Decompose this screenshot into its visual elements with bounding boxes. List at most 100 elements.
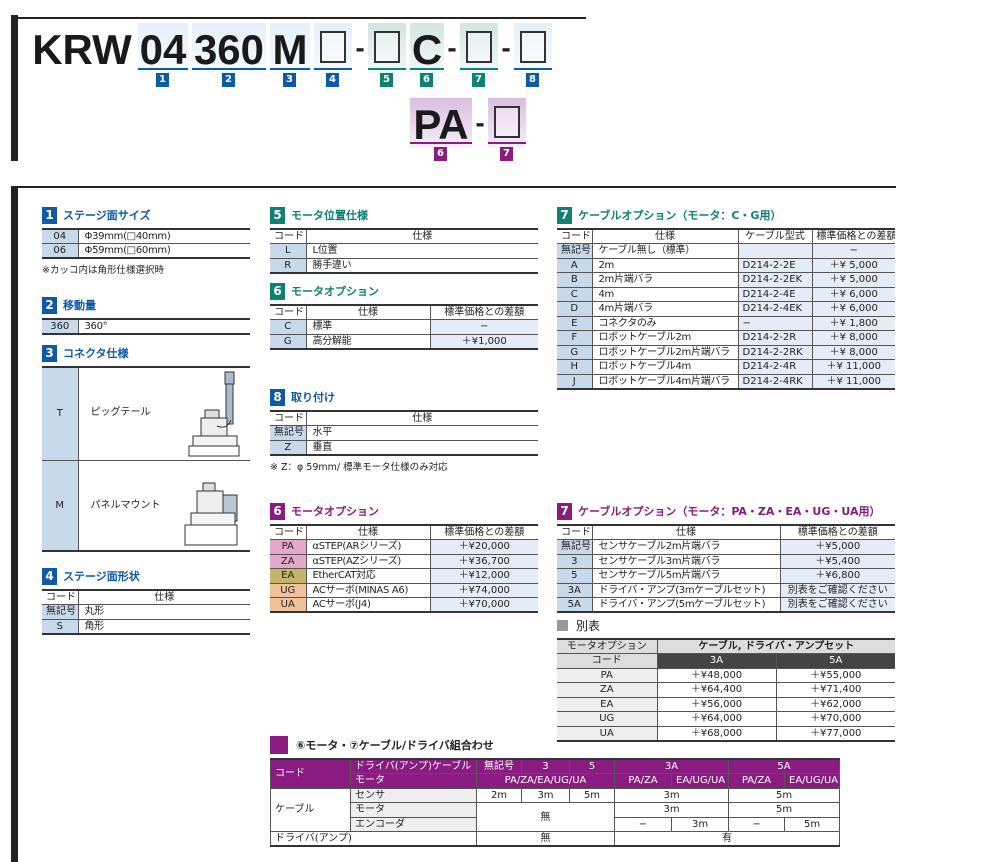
placeholder-box-5 (374, 31, 400, 63)
section-number: 6 (270, 282, 285, 300)
section-title: モータ位置仕様 (291, 209, 368, 222)
value-cell: 別表をご確認ください (779, 597, 895, 613)
code-cell: 無記号 (557, 539, 592, 555)
section-number: 6 (270, 502, 285, 520)
value-cell: ＋¥5,400 (779, 554, 895, 569)
value-cell: ＋¥5,000 (779, 539, 895, 555)
note: ※ Z：φ 59mm/ 標準モータ仕様のみ対応 (270, 461, 448, 473)
value-cell: ＋¥ 1,800 (811, 316, 895, 331)
spec-cell: ＋¥68,000 (656, 726, 776, 741)
spec-cell: 360° (77, 319, 250, 335)
code-cell: J (557, 374, 592, 389)
cell: 5m (728, 802, 840, 818)
header-cell: EA/UG/UA (670, 773, 730, 789)
value-cell: D214-2-2R (737, 330, 812, 346)
table-row: PA＋¥48,000＋¥55,000 (557, 668, 895, 683)
left-rule-2 (11, 186, 18, 862)
code-cell: M (42, 460, 78, 552)
spec-cell: ドライバ・アンプ(3mケーブルセット) (591, 583, 780, 598)
index-badge: 6 (434, 147, 447, 161)
header-cell: PA/ZA (728, 773, 786, 789)
code-cell: 無記号 (270, 425, 306, 441)
panel-mount-connector-illustration (184, 482, 237, 545)
code-cell: 5A (557, 597, 592, 613)
spec-cell: ACサーボ(MINAS A6) (305, 583, 430, 598)
code-cell: D (557, 301, 592, 317)
header-cell: コード (270, 525, 306, 540)
spec-cell: 勝手違い (305, 258, 538, 273)
square-bullet-icon (270, 736, 288, 754)
value-cell: − (429, 319, 538, 335)
spec-cell: αSTEP(ARシリーズ) (305, 539, 430, 555)
header-row: コード仕様標準価格との差額 (557, 525, 895, 540)
spec-cell: 垂直 (305, 440, 538, 455)
table-row: 無記号センサケーブル2m片端バラ＋¥5,000 (557, 539, 895, 555)
value-cell: ＋¥ 8,000 (811, 345, 895, 360)
row-label: ドライバ(アンプ) (270, 831, 477, 847)
row-label: ケーブル (270, 787, 351, 832)
section-title: 取り付け (291, 391, 335, 404)
spec-cell: ケーブル無し（標準） (591, 243, 738, 259)
spec-cell: ロボットケーブル4m片端バラ (591, 374, 738, 389)
index-badge: 5 (380, 73, 393, 87)
header-cell: 仕様 (591, 229, 738, 244)
spec-cell: 4m (591, 287, 738, 302)
header-cell: 3A (613, 758, 730, 774)
section-title: モータオプション (291, 285, 379, 298)
cell: 無 (476, 831, 615, 847)
code-cell: T (42, 367, 78, 461)
value-cell: ＋¥36,700 (429, 554, 538, 569)
section-title: ⑥モータ・⑦ケーブル/ドライバ組合わせ (296, 739, 494, 752)
cell: − (728, 816, 786, 832)
header-cell: 仕様 (305, 305, 430, 320)
index-badge: 8 (526, 73, 539, 87)
spec-cell: Φ39mm(□40mm) (77, 229, 250, 244)
spec-cell: ＋¥62,000 (775, 697, 895, 712)
section-rule (11, 186, 896, 188)
cell: 有 (614, 831, 840, 847)
code-cell: S (42, 619, 78, 634)
index-badge: 4 (326, 73, 339, 87)
code-cell: EA (270, 568, 306, 584)
value-cell: D214-2-4RK (737, 374, 812, 389)
header-cell: 仕様 (305, 229, 538, 244)
section-title: ケーブルオプション（モータ：C・G用） (578, 209, 782, 222)
section-title: ステージ面形状 (63, 570, 140, 583)
header-cell: 仕様 (305, 525, 430, 540)
spec-cell: 角形 (77, 619, 250, 634)
header-cell: 標準価格との差額 (811, 229, 895, 244)
header-cell: コード (270, 305, 306, 320)
cell: 3m (613, 802, 730, 818)
header-cell: コード (270, 229, 306, 244)
section-title: 別表 (576, 618, 601, 633)
header-cell: コード (270, 411, 306, 426)
code-cell: B (557, 272, 592, 288)
table-row: UA＋¥68,000＋¥77,000 (557, 726, 895, 741)
section-title: ステージ面サイズ (63, 209, 151, 222)
spec-cell: 標準 (305, 319, 430, 335)
header-cell: コード (557, 229, 592, 244)
code-cell: UG (557, 711, 657, 727)
code-cell: R (270, 258, 306, 273)
model-size: 04 (139, 26, 187, 73)
value-cell: ＋¥6,800 (779, 568, 895, 584)
spec-cell: ロボットケーブル4m (591, 359, 738, 375)
value-cell: ＋¥12,000 (429, 568, 538, 584)
spec-cell: ＋¥48,000 (656, 668, 776, 683)
spec-cell: Φ59mm(□60mm) (77, 243, 250, 259)
table-row: 無記号ケーブル無し（標準）− (557, 243, 895, 259)
